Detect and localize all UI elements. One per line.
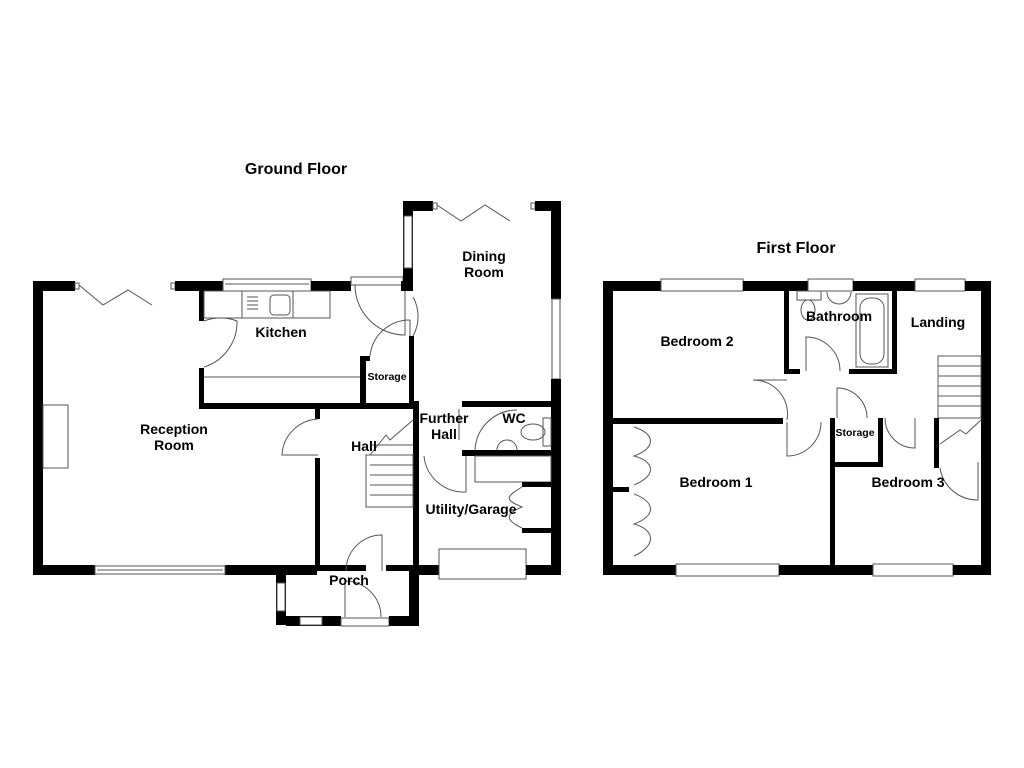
room-bedroom-1: Bedroom 1 bbox=[679, 474, 753, 490]
room-bedroom-2: Bedroom 2 bbox=[660, 333, 734, 349]
ground-floor-title: Ground Floor bbox=[244, 161, 348, 178]
room-further-hall: Further Hall bbox=[419, 410, 469, 442]
room-dining: Dining Room bbox=[462, 248, 506, 280]
room-bedroom-3: Bedroom 3 bbox=[871, 474, 945, 490]
room-kitchen: Kitchen bbox=[255, 324, 307, 340]
room-storage-ground: Storage bbox=[367, 371, 407, 383]
room-utility-garage: Utility/Garage bbox=[425, 501, 517, 517]
room-storage-first: Storage bbox=[835, 427, 875, 439]
first-floor-plan bbox=[603, 278, 991, 577]
room-bathroom: Bathroom bbox=[805, 308, 873, 324]
ground-floor-plan bbox=[33, 201, 561, 627]
room-porch: Porch bbox=[329, 572, 369, 588]
room-wc: WC bbox=[502, 410, 526, 426]
room-reception: Reception Room bbox=[140, 421, 208, 453]
first-floor-title: First Floor bbox=[756, 240, 836, 257]
room-landing: Landing bbox=[910, 314, 966, 330]
room-hall: Hall bbox=[351, 438, 377, 454]
